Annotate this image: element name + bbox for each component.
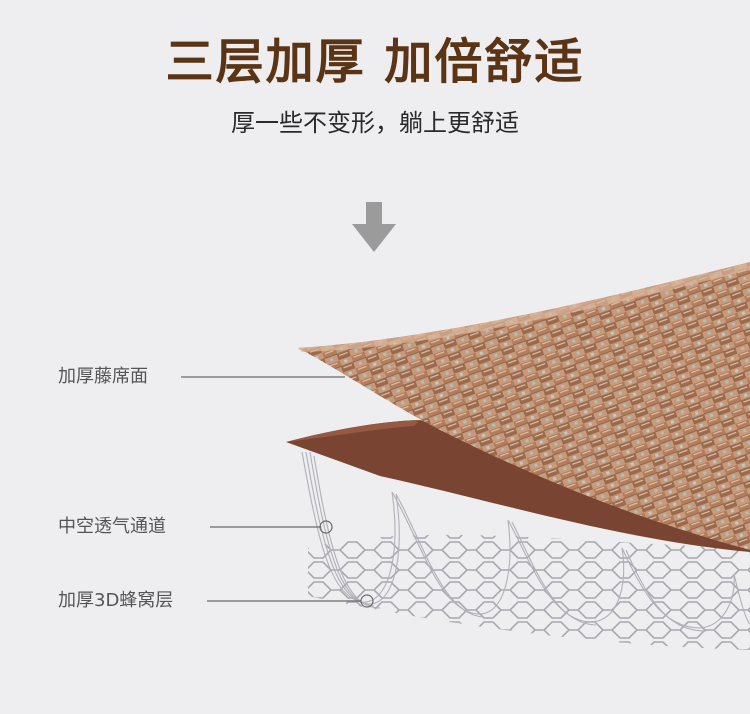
callout-3 [207, 594, 374, 608]
layer-label-rattan: 加厚藤席面 [58, 366, 148, 387]
headline: 三层加厚 加倍舒适 [165, 34, 585, 90]
callout-2 [210, 520, 333, 534]
layer-label-honeycomb: 加厚3D蜂窝层 [58, 590, 174, 611]
honeycomb-mesh-layer [308, 534, 750, 650]
brown-backing-sheet [286, 420, 750, 552]
spring-coils [301, 451, 750, 632]
subheadline: 厚一些不变形，躺上更舒适 [231, 109, 519, 137]
layer-label-air-channel: 中空透气通道 [58, 516, 166, 537]
rattan-surface-layer [298, 262, 750, 550]
down-arrow-icon [352, 202, 396, 252]
